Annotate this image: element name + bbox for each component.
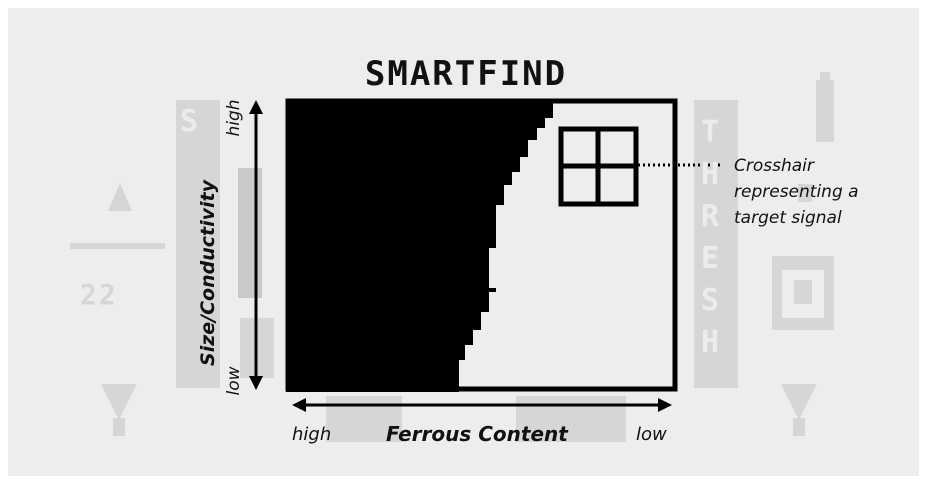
ghost-letter-s: S [180,104,199,139]
detector-screen [8,8,919,476]
callout-line: representing a [734,182,859,202]
threshold-column [694,100,738,388]
right-down-arrow-stem [793,418,805,436]
divider-line [70,243,165,249]
ghost-segments-layer [70,72,834,442]
black-region [286,101,553,392]
down-arrow-stem [113,418,125,436]
thresh-label: THRESH [700,115,720,360]
battery-icon [816,80,834,142]
battery-cap [820,72,830,82]
sensitivity-value: 22 [80,278,118,311]
title-text: SMARTFIND [364,58,566,90]
mode-title: SMARTFIND [0,54,931,94]
crosshair-icon [558,126,639,207]
right-down-arrow-icon [781,384,817,420]
sensitivity-bar [238,168,262,298]
callout-line: target signal [734,208,842,228]
x-axis-arrow [292,398,672,412]
x-axis-high-label: high [292,424,332,445]
y-axis-arrow [249,100,263,390]
x-axis-low-label: low [636,424,667,445]
zoom-box-mark [794,280,812,304]
plot-frame [285,98,678,392]
crosshair-callout: Crosshair representing a target signal [734,153,904,231]
up-arrow-icon [108,183,132,211]
y-axis-title: Size/Conductivity [197,180,219,366]
x-axis-title: Ferrous Content [386,422,568,446]
plus-icon [798,184,812,202]
y-axis-low-label: low [224,366,244,396]
title-text-svg: SMARTFIND [364,54,566,94]
callout-line: Crosshair [734,156,814,176]
y-axis-high-label: high [224,99,244,137]
sensitivity-column [176,100,220,388]
down-arrow-icon [101,384,137,420]
